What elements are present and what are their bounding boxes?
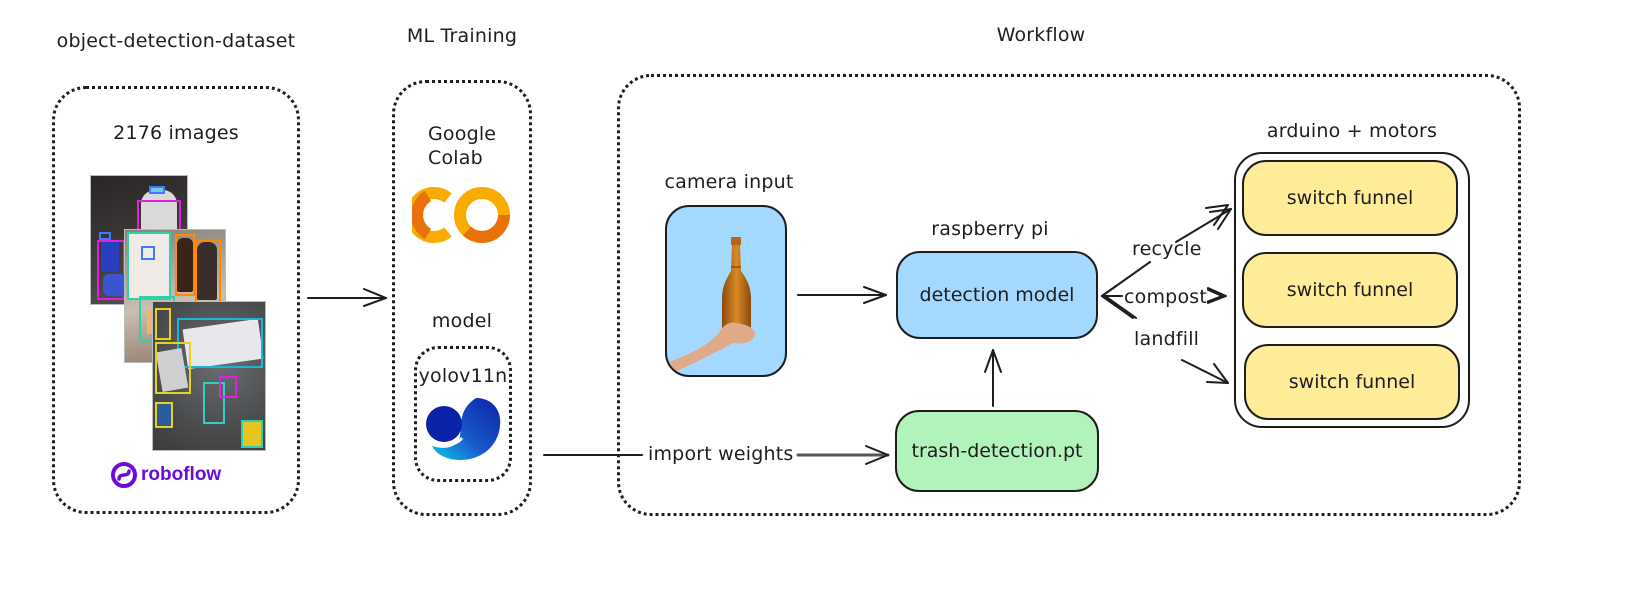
switch-funnel-node-compost[interactable]: switch funnel [1242,252,1458,328]
bounding-box [155,308,171,340]
dataset-section-title: object-detection-dataset [56,30,296,52]
roboflow-logo-icon [111,462,137,488]
bounding-box [219,376,237,398]
bounding-box [155,402,173,428]
dataset-image-stack [88,173,268,453]
roboflow-logo: roboflow [111,462,221,488]
landfill-edge-label: landfill [1134,328,1200,350]
bounding-box [127,232,171,300]
google-colab-logo-icon [412,187,510,243]
model-header: model [431,310,493,332]
roboflow-wordmark: roboflow [141,464,222,485]
bottle-shape [197,242,217,300]
bounding-box [149,186,165,194]
bounding-box [241,420,263,448]
bottle-photo-icon [667,237,755,375]
trash-detection-weights-label: trash-detection.pt [911,440,1083,462]
bounding-box [99,232,111,240]
camera-input-label: camera input [664,171,794,193]
dataset-sample-image [152,301,266,451]
detection-model-node[interactable]: detection model [896,251,1098,339]
workflow-section-title: Workflow [996,24,1086,46]
switch-funnel-label: switch funnel [1286,279,1414,301]
bounding-box [141,246,155,260]
training-section-title: ML Training [406,25,518,47]
ultralytics-logo-icon [426,398,501,460]
carton-shape [129,234,169,298]
camera-input-node[interactable] [665,205,787,377]
model-frame [414,346,512,482]
arrow-camera-to-detection [797,286,887,304]
switch-funnel-node-landfill[interactable]: switch funnel [1244,344,1460,420]
detection-model-label: detection model [919,284,1075,306]
arrow-dataset-to-training [307,288,387,307]
compost-edge-label: compost [1124,286,1208,308]
bounding-box [175,234,195,296]
switch-funnel-label: switch funnel [1288,371,1416,393]
colab-label: Google Colab [428,122,496,170]
dataset-image-count: 2176 images [113,122,239,144]
colab-label-line2: Colab [428,147,483,169]
bounding-box [203,382,225,424]
bounding-box [155,342,191,394]
arrow-weights-to-detection [984,349,1002,407]
branch-origin-mark [1101,285,1117,307]
arduino-motors-label: arduino + motors [1266,120,1438,142]
bottle-shape [177,238,193,292]
colab-label-line1: Google [428,123,497,145]
raspberry-pi-label: raspberry pi [931,218,1049,240]
model-name: yolov11n [418,365,508,387]
training-group-frame [392,80,532,516]
import-weights-edge-label: import weights [646,443,796,465]
bottle-shape [101,242,119,272]
switch-funnel-node-recycle[interactable]: switch funnel [1242,160,1458,236]
trash-detection-weights-node[interactable]: trash-detection.pt [895,410,1099,492]
workflow-group-frame [617,74,1521,516]
recycle-edge-label: recycle [1132,238,1202,260]
switch-funnel-label: switch funnel [1286,187,1414,209]
dataset-group-frame [52,86,300,514]
arrow-training-to-weights [543,445,890,465]
